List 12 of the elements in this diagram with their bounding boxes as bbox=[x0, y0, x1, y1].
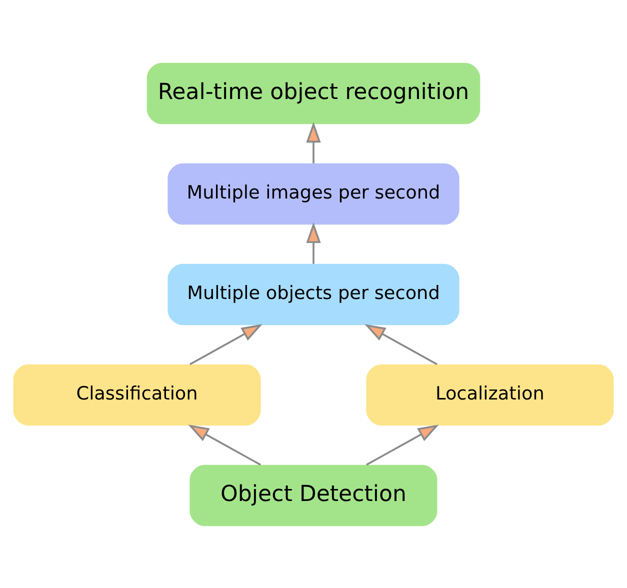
node-box: Object Detection bbox=[190, 464, 438, 526]
arrow bbox=[364, 324, 438, 365]
arrow bbox=[306, 121, 321, 163]
node-box: Multiple objects per second bbox=[168, 263, 460, 325]
node-box: Real-time object recognition bbox=[146, 62, 480, 124]
node-box: Localization bbox=[366, 364, 614, 426]
arrow bbox=[366, 424, 439, 466]
arrow bbox=[190, 324, 262, 365]
node-box: Classification bbox=[13, 364, 261, 426]
node-box: Multiple images per second bbox=[168, 162, 460, 224]
arrow bbox=[306, 222, 321, 264]
arrow bbox=[188, 424, 262, 466]
